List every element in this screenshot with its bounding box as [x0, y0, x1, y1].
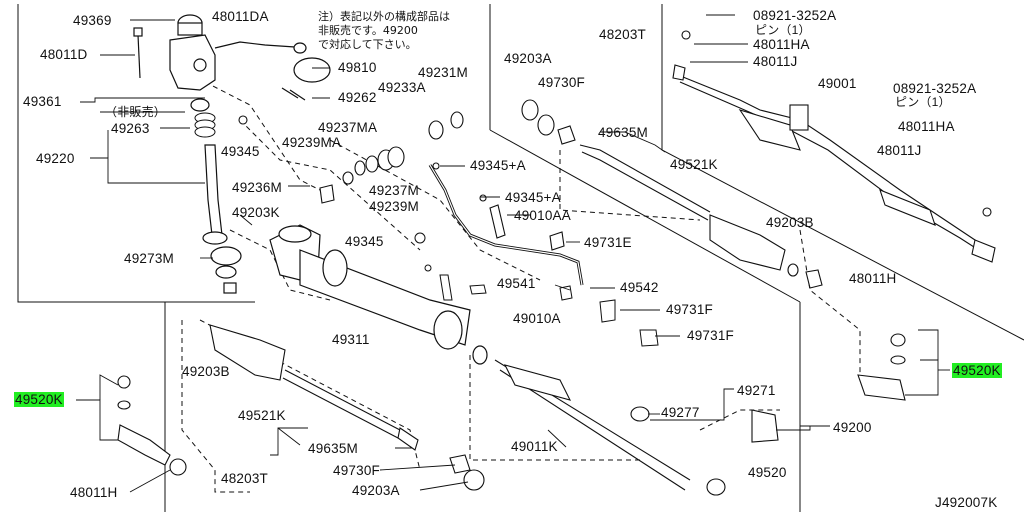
label-49200: 49200 [833, 420, 872, 435]
label-49731F-2: 49731F [687, 328, 734, 343]
label-49237MA: 49237MA [318, 120, 378, 135]
label-49311: 49311 [332, 332, 370, 347]
label-49010A: 49010A [513, 311, 561, 326]
label-49810: 49810 [338, 60, 377, 75]
label-49203K: 49203K [232, 205, 280, 220]
label-49520K-right: 49520K [952, 363, 1002, 378]
label-49273M: 49273M [124, 251, 174, 266]
label-49203B-left: 49203B [182, 364, 230, 379]
highlight-49520K-left: 49520K [14, 392, 64, 407]
footer-code: J492007K [935, 495, 998, 510]
label-49345A-2: 49345+A [505, 190, 561, 205]
note-box: 注）表記以外の構成部品は 非販売です。49200 で対応して下さい。 [318, 10, 450, 52]
label-49220: 49220 [36, 151, 75, 166]
label-49011K: 49011K [511, 439, 558, 454]
label-48011H-left: 48011H [70, 485, 118, 500]
label-49369: 49369 [73, 13, 112, 28]
label-49730F-bottom: 49730F [333, 463, 380, 478]
label-49262: 49262 [338, 90, 377, 105]
label-49541: 49541 [497, 276, 536, 291]
label-pin1-1: ピン（1） [755, 23, 811, 37]
note-line-3: で対応して下さい。 [318, 38, 417, 51]
label-49231M: 49231M [418, 65, 468, 80]
label-49345-a: 49345 [221, 144, 260, 159]
label-49635M-bottom: 49635M [308, 441, 358, 456]
label-49239MA: 49239MA [282, 135, 342, 150]
label-48011HA-2: 48011HA [898, 119, 955, 134]
highlight-49520K-right: 49520K [952, 363, 1002, 378]
label-48011J-2: 48011J [877, 143, 922, 158]
label-49635M-top: 49635M [598, 125, 648, 140]
label-49520: 49520 [748, 465, 787, 480]
label-49277: 49277 [661, 405, 700, 420]
label-49361: 49361 [23, 94, 62, 109]
note-line-1: 注）表記以外の構成部品は [318, 10, 450, 23]
label-49203A-bottom: 49203A [352, 483, 400, 498]
label-49731E: 49731E [584, 235, 632, 250]
label-49542: 49542 [620, 280, 659, 295]
label-48011DA: 48011DA [212, 9, 269, 24]
label-49236M: 49236M [232, 180, 282, 195]
not-sold-label: （非販売） [105, 105, 167, 119]
label-48011J-1: 48011J [753, 54, 798, 69]
frame-outline [17, 4, 166, 512]
label-48203T-bottom: 48203T [221, 471, 268, 486]
label-49237M: 49237M [369, 183, 419, 198]
label-49263: 49263 [111, 121, 150, 136]
label-49271: 49271 [737, 383, 776, 398]
label-48011D: 48011D [40, 47, 88, 62]
label-48011HA-1: 48011HA [753, 37, 810, 52]
label-49730F-top: 49730F [538, 75, 585, 90]
label-49001: 49001 [818, 76, 857, 91]
note-line-2: 非販売です。49200 [318, 24, 418, 37]
label-49203B-right: 49203B [766, 215, 814, 230]
label-08921-1: 08921-3252A [753, 8, 837, 23]
label-08921-2: 08921-3252A [893, 81, 977, 96]
label-49345A-1: 49345+A [470, 158, 526, 173]
label-49203A-top: 49203A [504, 51, 552, 66]
label-49233A: 49233A [378, 80, 426, 95]
rack-housing-graphic [269, 224, 488, 365]
label-49010AA: 49010AA [514, 208, 571, 223]
label-49520K-left: 49520K [14, 392, 64, 407]
label-49239M: 49239M [369, 199, 419, 214]
label-49521K-bottom: 49521K [238, 408, 286, 423]
label-49521K-top: 49521K [670, 157, 718, 172]
label-49731F-1: 49731F [666, 302, 713, 317]
valve-housing-graphic [133, 14, 331, 294]
label-pin1-2: ピン（1） [895, 95, 951, 109]
label-48203T-top: 48203T [599, 27, 646, 42]
label-49345-b: 49345 [345, 234, 384, 249]
label-48011H-right: 48011H [849, 271, 897, 286]
